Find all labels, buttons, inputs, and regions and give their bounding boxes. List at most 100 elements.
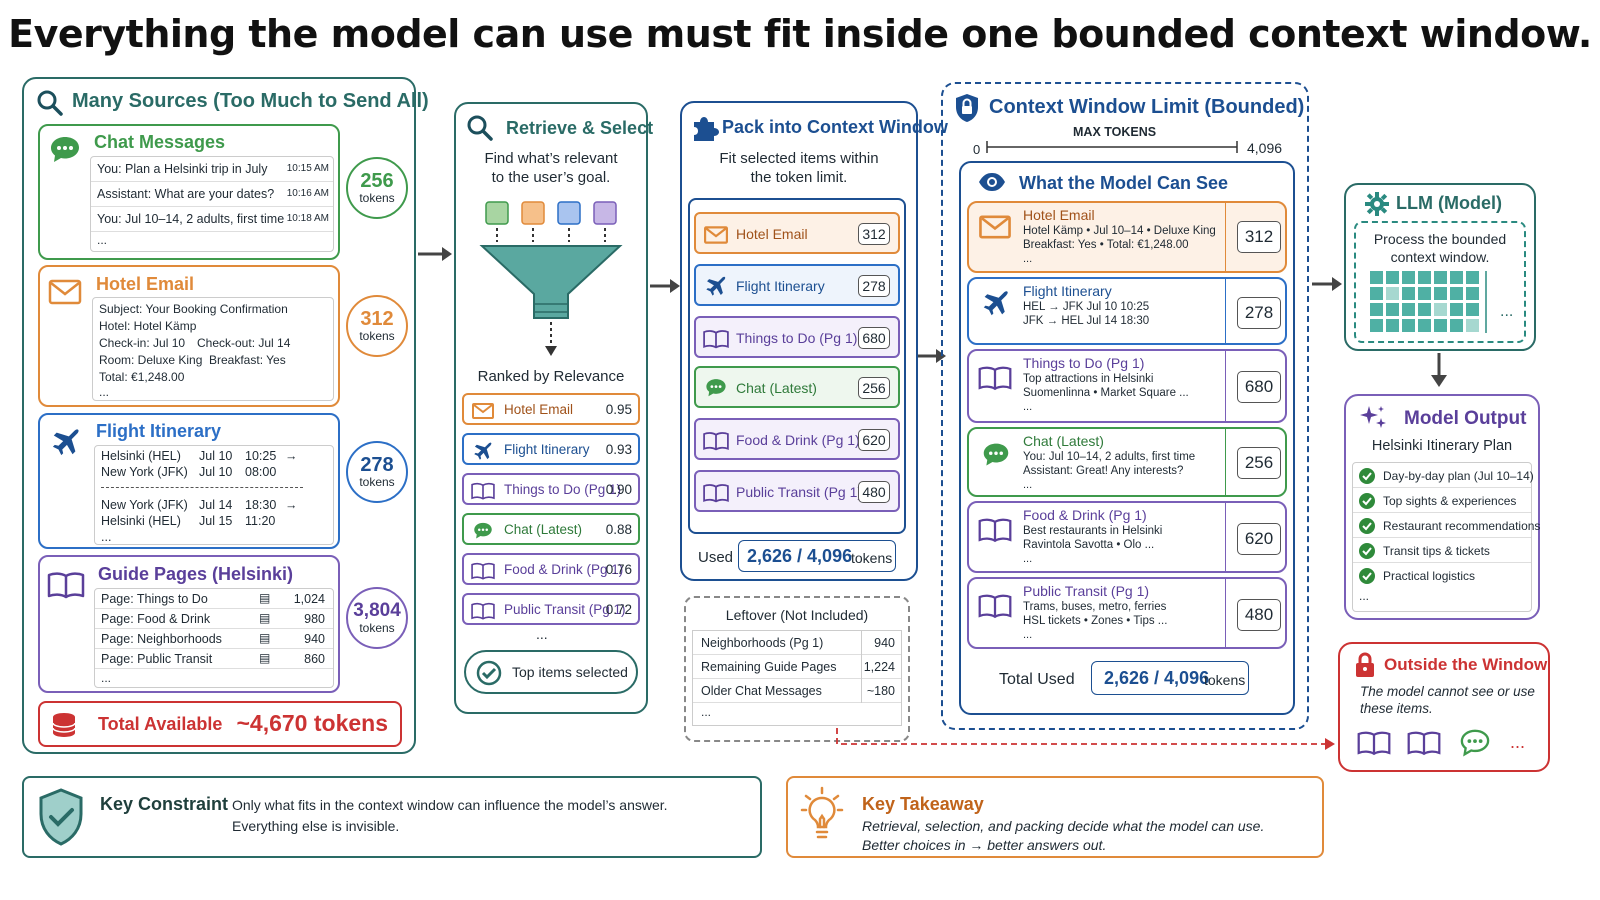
check-circle-icon — [1359, 518, 1375, 534]
chat-messages-title: Chat Messages — [94, 132, 226, 152]
leftover-list: Neighborhoods (Pg 1)940 Remaining Guide … — [692, 630, 902, 726]
hotel-email-body: Subject: Your Booking Confirmation Hotel… — [92, 297, 334, 401]
output-list: Day-by-day plan (Jul 10–14) Top sights &… — [1352, 462, 1540, 612]
packed-item: Food & Drink (Pg 1)620 — [694, 418, 900, 460]
list-item: Neighborhoods (Pg 1)940 — [693, 631, 901, 655]
total-available-bar: Total Available ~4,670 tokens — [38, 701, 402, 747]
list-item: Restaurant recommendations — [1353, 513, 1540, 538]
chat-bubble-icon — [51, 137, 79, 162]
sparkle-icon — [1360, 406, 1386, 428]
lock-icon — [956, 94, 978, 122]
envelope-icon — [979, 215, 1011, 239]
model-output-panel: Model Output Helsinki Itinerary Plan Day… — [1344, 394, 1540, 620]
book-icon — [703, 330, 729, 349]
used-tokens-box: 2,626 / 4,096 tokens — [738, 540, 896, 572]
context-window-panel: Context Window Limit (Bounded) MAX TOKEN… — [941, 82, 1309, 730]
ranked-item: Things to Do (Pg 1)0.90 — [462, 473, 640, 505]
outside-window-panel: Outside the Window The model cannot see … — [1338, 642, 1550, 772]
page-title: Everything the model can use must fit in… — [8, 12, 1592, 56]
list-item: Day-by-day plan (Jul 10–14) — [1353, 463, 1534, 488]
book-icon — [978, 366, 1012, 391]
list-item: Assistant: What are your dates?10:16 AM — [91, 182, 333, 207]
search-icon — [37, 90, 63, 116]
flow-arrow — [650, 279, 680, 293]
leftover-box: Leftover (Not Included) Neighborhoods (P… — [684, 596, 910, 742]
envelope-icon — [704, 226, 728, 244]
visible-item: Chat (Latest) You: Jul 10–14, 2 adults, … — [967, 427, 1287, 497]
puzzle-icon — [694, 117, 719, 141]
flight-legs: Helsinki (HEL) Jul 10 10:25 → New York (… — [94, 445, 334, 545]
chat-bubble-icon — [983, 443, 1009, 466]
book-icon — [471, 482, 495, 500]
pack-title: Pack into Context Window — [722, 117, 948, 137]
book-icon — [978, 518, 1012, 543]
book-icon — [47, 572, 85, 599]
scale-max: 4,096 — [1247, 140, 1283, 156]
flow-arrow — [418, 247, 452, 261]
visible-item: Flight Itinerary HEL → JFK Jul 10 10:25 … — [967, 277, 1287, 345]
book-icon — [978, 594, 1012, 619]
list-item: Transit tips & tickets — [1353, 538, 1531, 563]
ranked-item: Chat (Latest)0.88 — [462, 513, 640, 545]
total-used-box: 2,626 / 4,096 tokens — [1091, 661, 1249, 695]
model-output-title: Model Output — [1404, 408, 1527, 429]
airplane-icon — [52, 429, 79, 456]
token-scale — [986, 141, 1238, 153]
shield-check-icon — [39, 788, 83, 846]
top-items-selected: Top items selected — [464, 650, 638, 694]
sources-title: Many Sources (Too Much to Send All) — [72, 90, 429, 112]
check-circle-icon — [1359, 468, 1375, 484]
visible-item: Food & Drink (Pg 1) Best restaurants in … — [967, 501, 1287, 573]
search-icon — [467, 115, 493, 141]
context-window-title: Context Window Limit (Bounded) — [989, 96, 1305, 118]
leftover-connector — [836, 728, 1335, 750]
list-item: Page: Food & Drink▤980 — [95, 609, 333, 629]
envelope-icon — [472, 403, 494, 419]
guide-pages-list: Page: Things to Do▤1,024 Page: Food & Dr… — [94, 588, 334, 688]
book-icon — [1407, 731, 1441, 756]
chat-bubble-icon — [474, 522, 492, 539]
list-item: Practical logistics — [1353, 563, 1531, 588]
flow-arrow — [1312, 277, 1342, 291]
token-grid-icon — [1370, 271, 1487, 333]
packed-item: Things to Do (Pg 1)680 — [694, 316, 900, 358]
lightbulb-icon — [800, 786, 844, 839]
model-sees-box: What the Model Can See Hotel Email Hotel… — [959, 161, 1295, 715]
guide-pages-title: Guide Pages (Helsinki) — [98, 564, 294, 584]
database-icon — [52, 713, 76, 737]
model-sees-title: What the Model Can See — [1019, 173, 1229, 193]
llm-title: LLM (Model) — [1396, 193, 1502, 213]
lock-icon — [1356, 652, 1374, 677]
chat-bubble-icon — [1460, 729, 1490, 757]
airplane-icon — [983, 291, 1008, 316]
chat-messages-card: Chat Messages You: Plan a Helsinki trip … — [38, 124, 340, 260]
airplane-icon — [474, 442, 492, 460]
total-available-label: Total Available — [98, 714, 223, 734]
envelope-icon — [48, 279, 82, 305]
outside-window-title: Outside the Window — [1384, 655, 1548, 674]
packed-item: Chat (Latest)256 — [694, 366, 900, 408]
retrieve-title: Retrieve & Select — [506, 118, 654, 138]
book-icon — [703, 484, 729, 503]
guide-pages-card: Guide Pages (Helsinki) Page: Things to D… — [38, 555, 340, 693]
key-constraint-panel: Key Constraint Only what fits in the con… — [22, 776, 762, 858]
hotel-email-card: Hotel Email Subject: Your Booking Confir… — [38, 265, 340, 407]
book-icon — [703, 432, 729, 451]
visible-item: Public Transit (Pg 1) Trams, buses, metr… — [967, 577, 1287, 649]
flight-itinerary-title: Flight Itinerary — [96, 421, 222, 441]
pack-panel: Pack into Context Window Fit selected it… — [680, 101, 948, 581]
funnel-icon — [479, 201, 623, 356]
check-circle-icon — [476, 660, 502, 686]
list-item: Page: Neighborhoods▤940 — [95, 629, 333, 649]
book-icon — [1357, 731, 1391, 756]
flight-itinerary-card: Flight Itinerary Helsinki (HEL) Jul 10 1… — [38, 413, 340, 549]
gear-icon — [1365, 192, 1389, 216]
